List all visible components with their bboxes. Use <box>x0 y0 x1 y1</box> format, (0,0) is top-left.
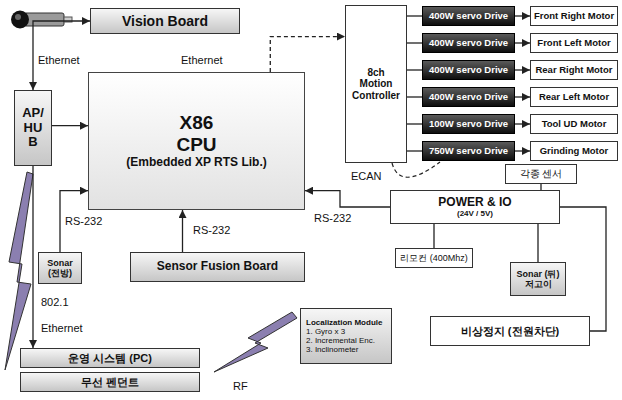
connector <box>407 150 422 151</box>
node-title: Front Left Motor <box>537 38 610 49</box>
signal-label: RF <box>232 380 249 393</box>
connector <box>433 224 434 248</box>
connector <box>560 207 606 331</box>
drive-box: 400W servo Drive <box>422 6 515 26</box>
node-title: Rear Left Motor <box>539 92 609 103</box>
signal-label: RS-232 <box>192 224 231 237</box>
node-title: 리모컨 (400Mhz) <box>400 253 468 263</box>
drive-box: 400W servo Drive <box>422 60 515 80</box>
node-text: 2. Incremental Enc. <box>306 336 375 345</box>
connector <box>515 96 530 97</box>
sensor-box: Sonar (뒤) 저고이 <box>510 262 566 296</box>
connector <box>182 210 183 252</box>
node-title: 100W servo Drive <box>429 119 508 130</box>
node-text: 1. Gyro x 3 <box>306 327 345 336</box>
signal-label: RS-232 <box>64 215 103 228</box>
node-title: 8ch Motion Controller <box>350 67 402 102</box>
node-text: 3. Inclinometer <box>306 345 358 354</box>
node-title: AP/HUB <box>19 106 47 151</box>
connector <box>32 166 33 348</box>
motor-box: Front Right Motor <box>530 6 618 26</box>
node-title: 운영 시스템 (PC) <box>68 352 152 365</box>
node-text: (Embedded XP RTS Lib.) <box>126 156 266 170</box>
pendant-box: 무선 펜던트 <box>20 372 200 392</box>
cpu-box: X86 CPU(Embedded XP RTS Lib.) <box>88 72 305 210</box>
rf-bolt <box>214 312 297 372</box>
connector <box>270 37 345 72</box>
connector <box>52 125 88 126</box>
connector <box>407 96 422 97</box>
connector <box>407 15 422 16</box>
connector <box>515 15 530 16</box>
motor-box: Rear Right Motor <box>530 60 618 80</box>
signal-label: Ethernet <box>180 54 224 67</box>
motor-box: Front Left Motor <box>530 33 618 53</box>
controller-box: 8ch Motion Controller <box>345 5 407 163</box>
estop-box: 비상정지 (전원차단) <box>430 316 590 346</box>
node-title: Tool UD Motor <box>542 119 607 130</box>
pc-box: 운영 시스템 (PC) <box>20 348 200 368</box>
node-title: Sensor Fusion Board <box>157 260 278 274</box>
node-title: Rear Right Motor <box>535 65 612 76</box>
connector <box>537 224 538 262</box>
board-box: Vision Board <box>90 8 240 34</box>
connector <box>407 69 422 70</box>
drive-box: 750W servo Drive <box>422 141 515 161</box>
drive-box: 400W servo Drive <box>422 33 515 53</box>
connector <box>515 69 530 70</box>
node-title: POWER & IO <box>438 196 511 210</box>
board-box: Sensor Fusion Board <box>130 252 305 282</box>
drive-box: 400W servo Drive <box>422 87 515 107</box>
sensor-box: Sonar (전방) <box>38 252 82 284</box>
connector <box>305 191 390 207</box>
node-title: Localization Module <box>306 318 382 327</box>
connector <box>515 123 530 124</box>
signal-label: 802.1 <box>40 296 70 309</box>
node-title: 비상정지 (전원차단) <box>461 325 559 338</box>
wireless-bolt <box>5 172 33 370</box>
node-title: 무선 펜던트 <box>81 376 139 389</box>
motor-box: Rear Left Motor <box>530 87 618 107</box>
node-title: 750W servo Drive <box>429 146 508 157</box>
node-text: (24V / 5V) <box>457 209 493 218</box>
connector <box>515 150 530 151</box>
remote-box: 리모컨 (400Mhz) <box>395 248 473 268</box>
node-title: X86 CPU <box>166 112 228 156</box>
camera-icon <box>11 11 72 29</box>
motor-box: Tool UD Motor <box>530 114 618 134</box>
ecan-bus <box>392 162 440 177</box>
connector <box>407 42 422 43</box>
node-title: Front Right Motor <box>534 11 614 22</box>
drive-box: 100W servo Drive <box>422 114 515 134</box>
node-title: Sonar (뒤) 저고이 <box>515 269 561 290</box>
power-box: POWER & IO(24V / 5V) <box>390 190 560 224</box>
node-title: Grinding Motor <box>540 146 609 157</box>
connector <box>33 21 90 90</box>
motor-box: Grinding Motor <box>530 141 618 161</box>
node-title: Vision Board <box>122 13 208 29</box>
signal-label: Ethernet <box>40 322 84 335</box>
node-title: 400W servo Drive <box>429 92 508 103</box>
module-box: Localization Module1. Gyro x 32. Increme… <box>300 308 392 364</box>
signal-label: Ethernet <box>37 54 81 67</box>
node-title: 400W servo Drive <box>429 38 508 49</box>
node-title: Sonar (전방) <box>43 258 77 279</box>
connector <box>407 123 422 124</box>
node-title: 400W servo Drive <box>429 65 508 76</box>
node-title: 각종 센서 <box>520 168 563 180</box>
signal-label: ECAN <box>350 170 383 183</box>
node-title: 400W servo Drive <box>429 11 508 22</box>
connector <box>515 42 530 43</box>
hub-box: AP/HUB <box>14 90 52 166</box>
sensor-box: 각종 센서 <box>505 164 577 184</box>
signal-label: RS-232 <box>313 212 352 225</box>
